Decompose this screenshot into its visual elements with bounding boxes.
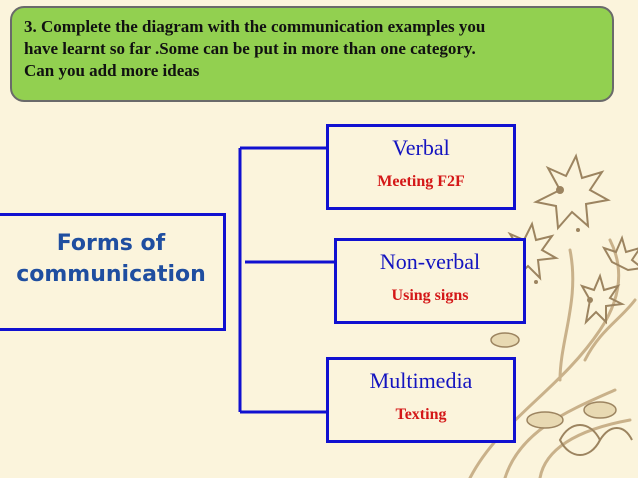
category-example: Texting xyxy=(395,406,447,423)
instruction-line: have learnt so far .Some can be put in m… xyxy=(24,39,476,58)
category-verbal: Verbal Meeting F2F xyxy=(326,124,516,210)
root-label: Forms of communication xyxy=(0,228,223,290)
instruction-line: 3. Complete the diagram with the communi… xyxy=(24,17,486,36)
category-nonverbal: Non-verbal Using signs xyxy=(334,238,526,324)
category-example: Using signs xyxy=(391,287,469,304)
category-title: Verbal xyxy=(392,135,450,160)
instruction-line: Can you add more ideas xyxy=(24,61,200,80)
root-node: Forms of communication xyxy=(0,213,226,331)
category-multimedia: Multimedia Texting xyxy=(326,357,516,443)
root-label-line: communication xyxy=(16,262,206,287)
root-label-line: Forms of xyxy=(56,231,166,256)
instruction-banner: 3. Complete the diagram with the communi… xyxy=(10,6,614,102)
category-title: Multimedia xyxy=(369,368,473,393)
category-title: Non-verbal xyxy=(379,249,481,274)
category-example: Meeting F2F xyxy=(377,173,465,190)
